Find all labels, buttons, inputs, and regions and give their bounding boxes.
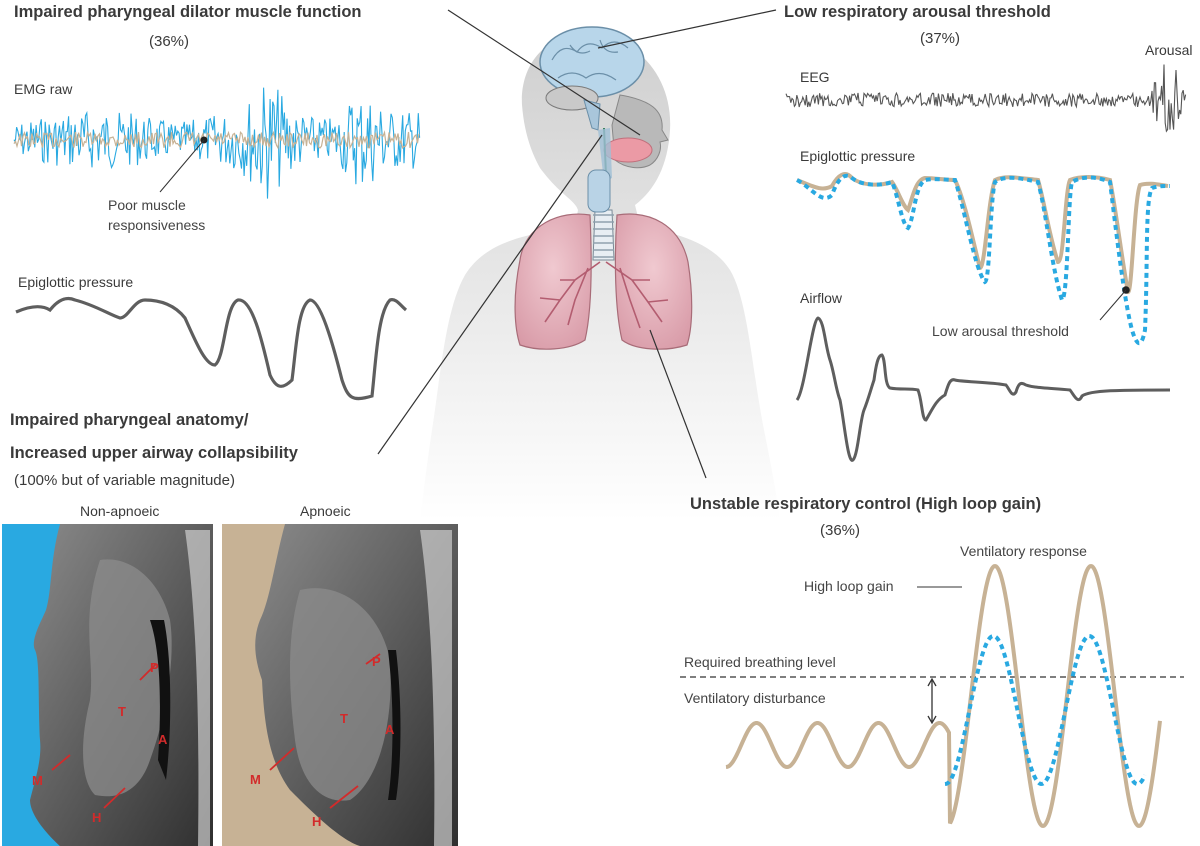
low-arousal-label: Low arousal threshold (932, 323, 1069, 339)
ventilatory-disturbance-label: Ventilatory disturbance (684, 690, 826, 706)
dilator-title: Impaired pharyngeal dilator muscle funct… (14, 3, 361, 21)
mark-h-right: H (312, 814, 321, 829)
mark-a-left: A (158, 732, 168, 747)
mark-h-left: H (92, 810, 101, 825)
arousal-label: Arousal (1145, 42, 1192, 58)
mark-t-right: T (340, 711, 348, 726)
epiglottic-label-right: Epiglottic pressure (800, 148, 915, 164)
mri-head-scan-icon (2, 524, 213, 846)
anatomy-subtitle: (100% but of variable magnitude) (14, 472, 235, 489)
ventilatory-blue-trace (944, 633, 1147, 787)
lungs-icon (514, 169, 693, 350)
ventilatory-tan-trace (725, 563, 1162, 829)
mark-m-left: M (32, 773, 43, 788)
arousal-title: Low respiratory arousal threshold (784, 3, 1051, 21)
brain-icon (539, 26, 645, 131)
emg-annotation-line (159, 139, 205, 193)
non-apnoeic-caption: Non-apnoeic (80, 503, 159, 519)
mri-head-scan-apnoeic-icon (222, 524, 458, 846)
airway-head-icon (594, 94, 669, 211)
emg-blue-trace (13, 87, 421, 199)
loop-gain-traces (725, 563, 1162, 829)
dilator-percent: (36%) (149, 33, 189, 50)
epiglottic-blue-trace (795, 173, 1171, 346)
pointer-lines (377, 9, 777, 479)
mark-t-left: T (118, 704, 126, 719)
eeg-line (785, 64, 1187, 133)
ventilatory-response-label: Ventilatory response (960, 543, 1087, 559)
airflow-trace (795, 316, 1171, 462)
arousal-annotation-line (1099, 289, 1127, 321)
loop-gain-title: Unstable respiratory control (High loop … (690, 495, 1041, 513)
mark-p-right: P (372, 654, 381, 669)
human-silhouette-icon (420, 35, 780, 520)
emg-label: EMG raw (14, 81, 73, 97)
eeg-label: EEG (800, 69, 830, 85)
poor-muscle-label-2: responsiveness (108, 217, 205, 233)
loop-gain-percent: (36%) (820, 522, 860, 539)
epiglottic-label-left: Epiglottic pressure (18, 274, 133, 290)
epiglottic-tan-trace (796, 172, 1169, 295)
anatomy-title-1: Impaired pharyngeal anatomy/ (10, 411, 249, 429)
apnoeic-caption: Apnoeic (300, 503, 351, 519)
arousal-percent: (37%) (920, 30, 960, 47)
emg-trace (13, 87, 421, 199)
emg-tan-trace (13, 129, 420, 150)
mark-a-right: A (385, 722, 395, 737)
mark-p-left: P (150, 660, 159, 675)
anatomy-title-2: Increased upper airway collapsibility (10, 444, 299, 462)
high-loop-gain-label: High loop gain (804, 578, 894, 594)
required-level-label: Required breathing level (684, 654, 836, 670)
airflow-label: Airflow (800, 290, 843, 306)
poor-muscle-label-1: Poor muscle (108, 197, 186, 213)
eeg-trace (785, 64, 1187, 133)
epiglottic-trace-left (15, 296, 408, 401)
mark-m-right: M (250, 772, 261, 787)
disturbance-arrow (927, 677, 937, 725)
